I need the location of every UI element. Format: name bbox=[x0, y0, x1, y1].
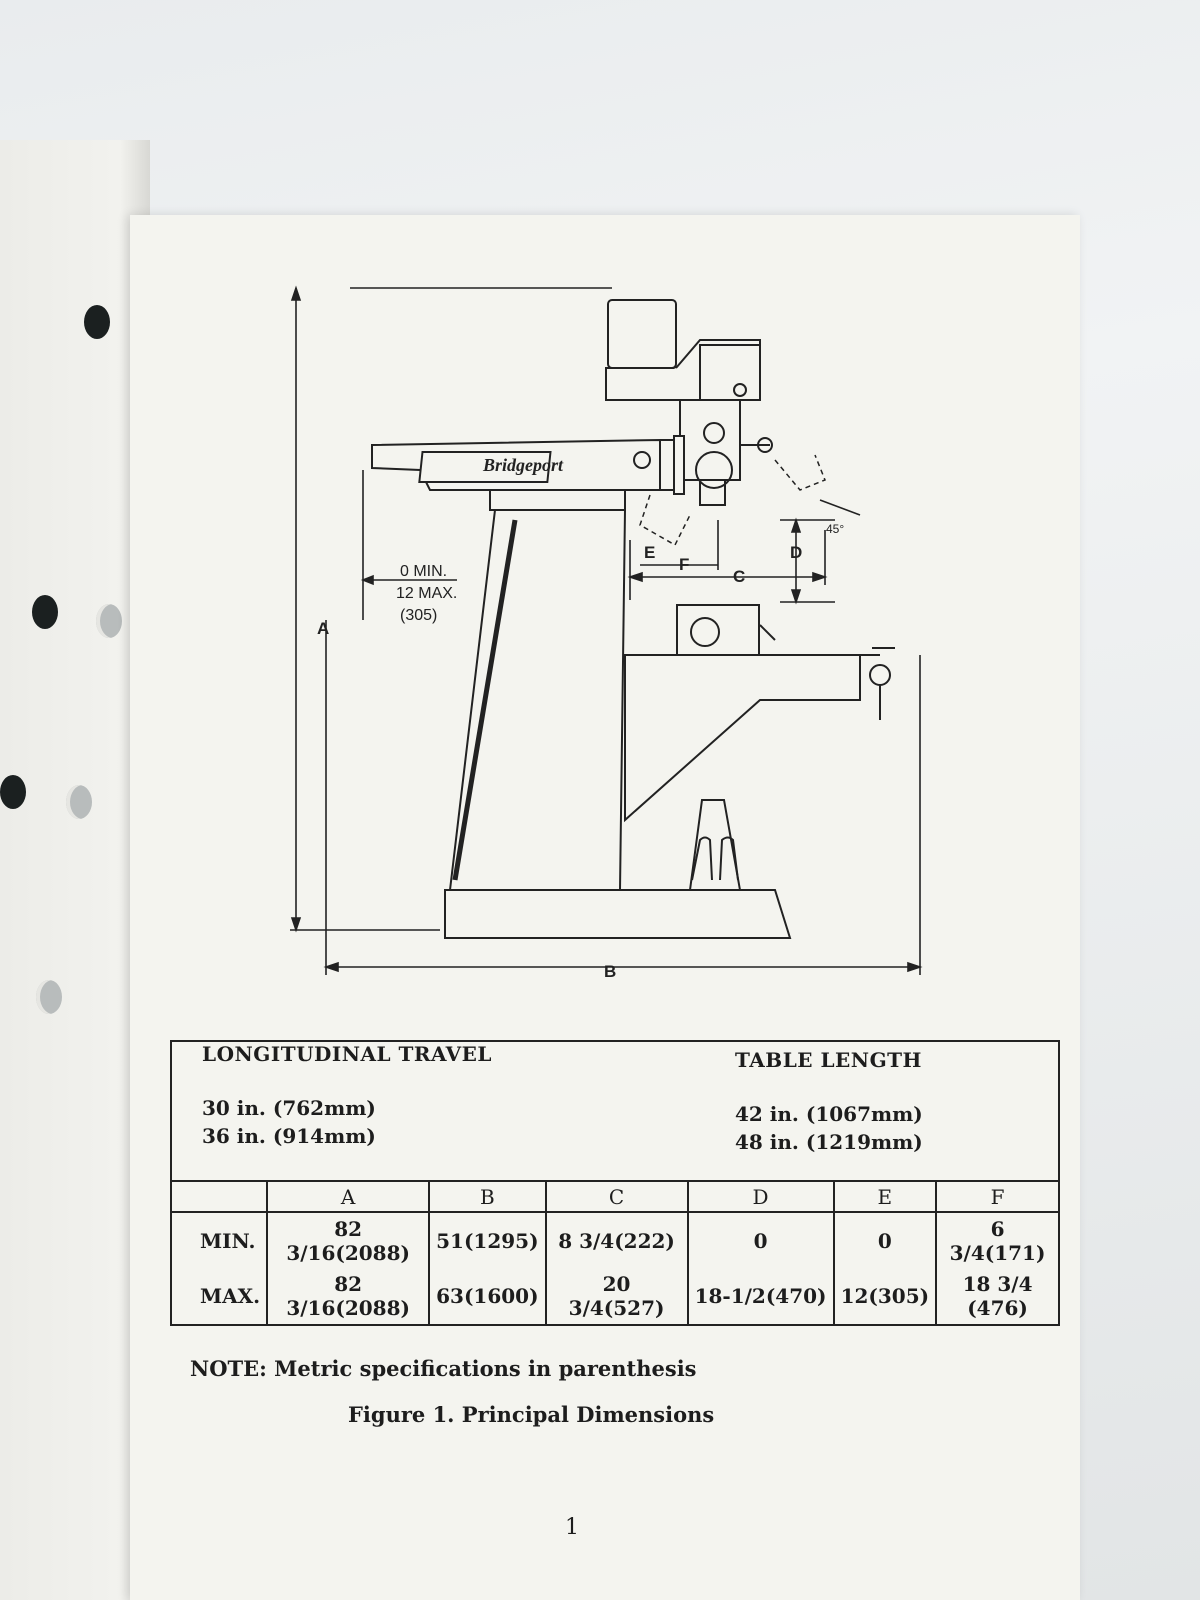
longitudinal-travel-heading: LONGITUDINAL TRAVEL bbox=[202, 1042, 492, 1066]
binder-hole-5 bbox=[0, 775, 26, 809]
figure-caption: Figure 1. Principal Dimensions bbox=[348, 1402, 715, 1427]
row-label: MIN. bbox=[172, 1212, 269, 1268]
table-row: MAX. 82 3/16(2088) 63(1600) 20 3/4(527) … bbox=[172, 1268, 1058, 1324]
column-header: B bbox=[429, 1182, 547, 1213]
table-cell: 6 3/4(171) bbox=[949, 1216, 1046, 1265]
table-cell: 63(1600) bbox=[429, 1268, 547, 1324]
binder-hole-3 bbox=[32, 595, 58, 629]
binder-hole-7 bbox=[36, 980, 62, 1014]
table-cell: 20 3/4(527) bbox=[545, 1268, 689, 1324]
table-cell: 0 bbox=[687, 1212, 835, 1268]
row-label: MAX. bbox=[172, 1268, 269, 1324]
travel-box: LONGITUDINAL TRAVEL 30 in. (762mm) 36 in… bbox=[172, 1042, 1058, 1182]
page-number: 1 bbox=[565, 1515, 579, 1540]
binder-hole-6 bbox=[66, 785, 92, 819]
column-header: F bbox=[936, 1182, 1058, 1213]
column-header: C bbox=[545, 1182, 689, 1213]
table-length-section: TABLE LENGTH 42 in. (1067mm) 48 in. (121… bbox=[525, 1042, 1058, 1180]
table-cell: 82 3/16(2088) bbox=[267, 1268, 431, 1324]
table-cell: 0 bbox=[833, 1212, 938, 1268]
longitudinal-travel-value: 36 in. (914mm) bbox=[202, 1124, 376, 1148]
table-cell: 8 3/4(222) bbox=[545, 1212, 689, 1268]
table-length-heading: TABLE LENGTH bbox=[735, 1048, 922, 1072]
binder-hole-1 bbox=[84, 305, 110, 339]
longitudinal-travel-value: 30 in. (762mm) bbox=[202, 1096, 376, 1120]
table-row: MIN. 82 3/16(2088) 51(1295) 8 3/4(222) 0… bbox=[172, 1212, 1058, 1268]
dimensions-table: A B C D E F MIN. 82 3/16(2088) 51(1295) … bbox=[172, 1182, 1058, 1324]
table-cell: 51(1295) bbox=[429, 1212, 547, 1268]
table-cell: 12(305) bbox=[833, 1268, 938, 1324]
table-header-row: A B C D E F bbox=[172, 1182, 1058, 1213]
manual-page bbox=[130, 215, 1080, 1600]
table-cell: 82 3/16(2088) bbox=[267, 1212, 431, 1268]
binder-hole-4 bbox=[96, 604, 122, 638]
longitudinal-travel-section: LONGITUDINAL TRAVEL 30 in. (762mm) 36 in… bbox=[172, 1042, 525, 1180]
table-cell: 18 3/4 (476) bbox=[962, 1272, 1033, 1320]
column-header: D bbox=[687, 1182, 835, 1213]
table-length-value: 42 in. (1067mm) bbox=[735, 1102, 923, 1126]
column-header: A bbox=[267, 1182, 431, 1213]
facing-page bbox=[0, 140, 150, 1600]
metric-note: NOTE: Metric specifications in parenthes… bbox=[190, 1356, 697, 1381]
table-length-value: 48 in. (1219mm) bbox=[735, 1130, 923, 1154]
column-header: E bbox=[833, 1182, 938, 1213]
column-header bbox=[172, 1182, 269, 1213]
table-cell: 18-1/2(470) bbox=[687, 1268, 835, 1324]
dimensions-spec-table: LONGITUDINAL TRAVEL 30 in. (762mm) 36 in… bbox=[170, 1040, 1060, 1326]
